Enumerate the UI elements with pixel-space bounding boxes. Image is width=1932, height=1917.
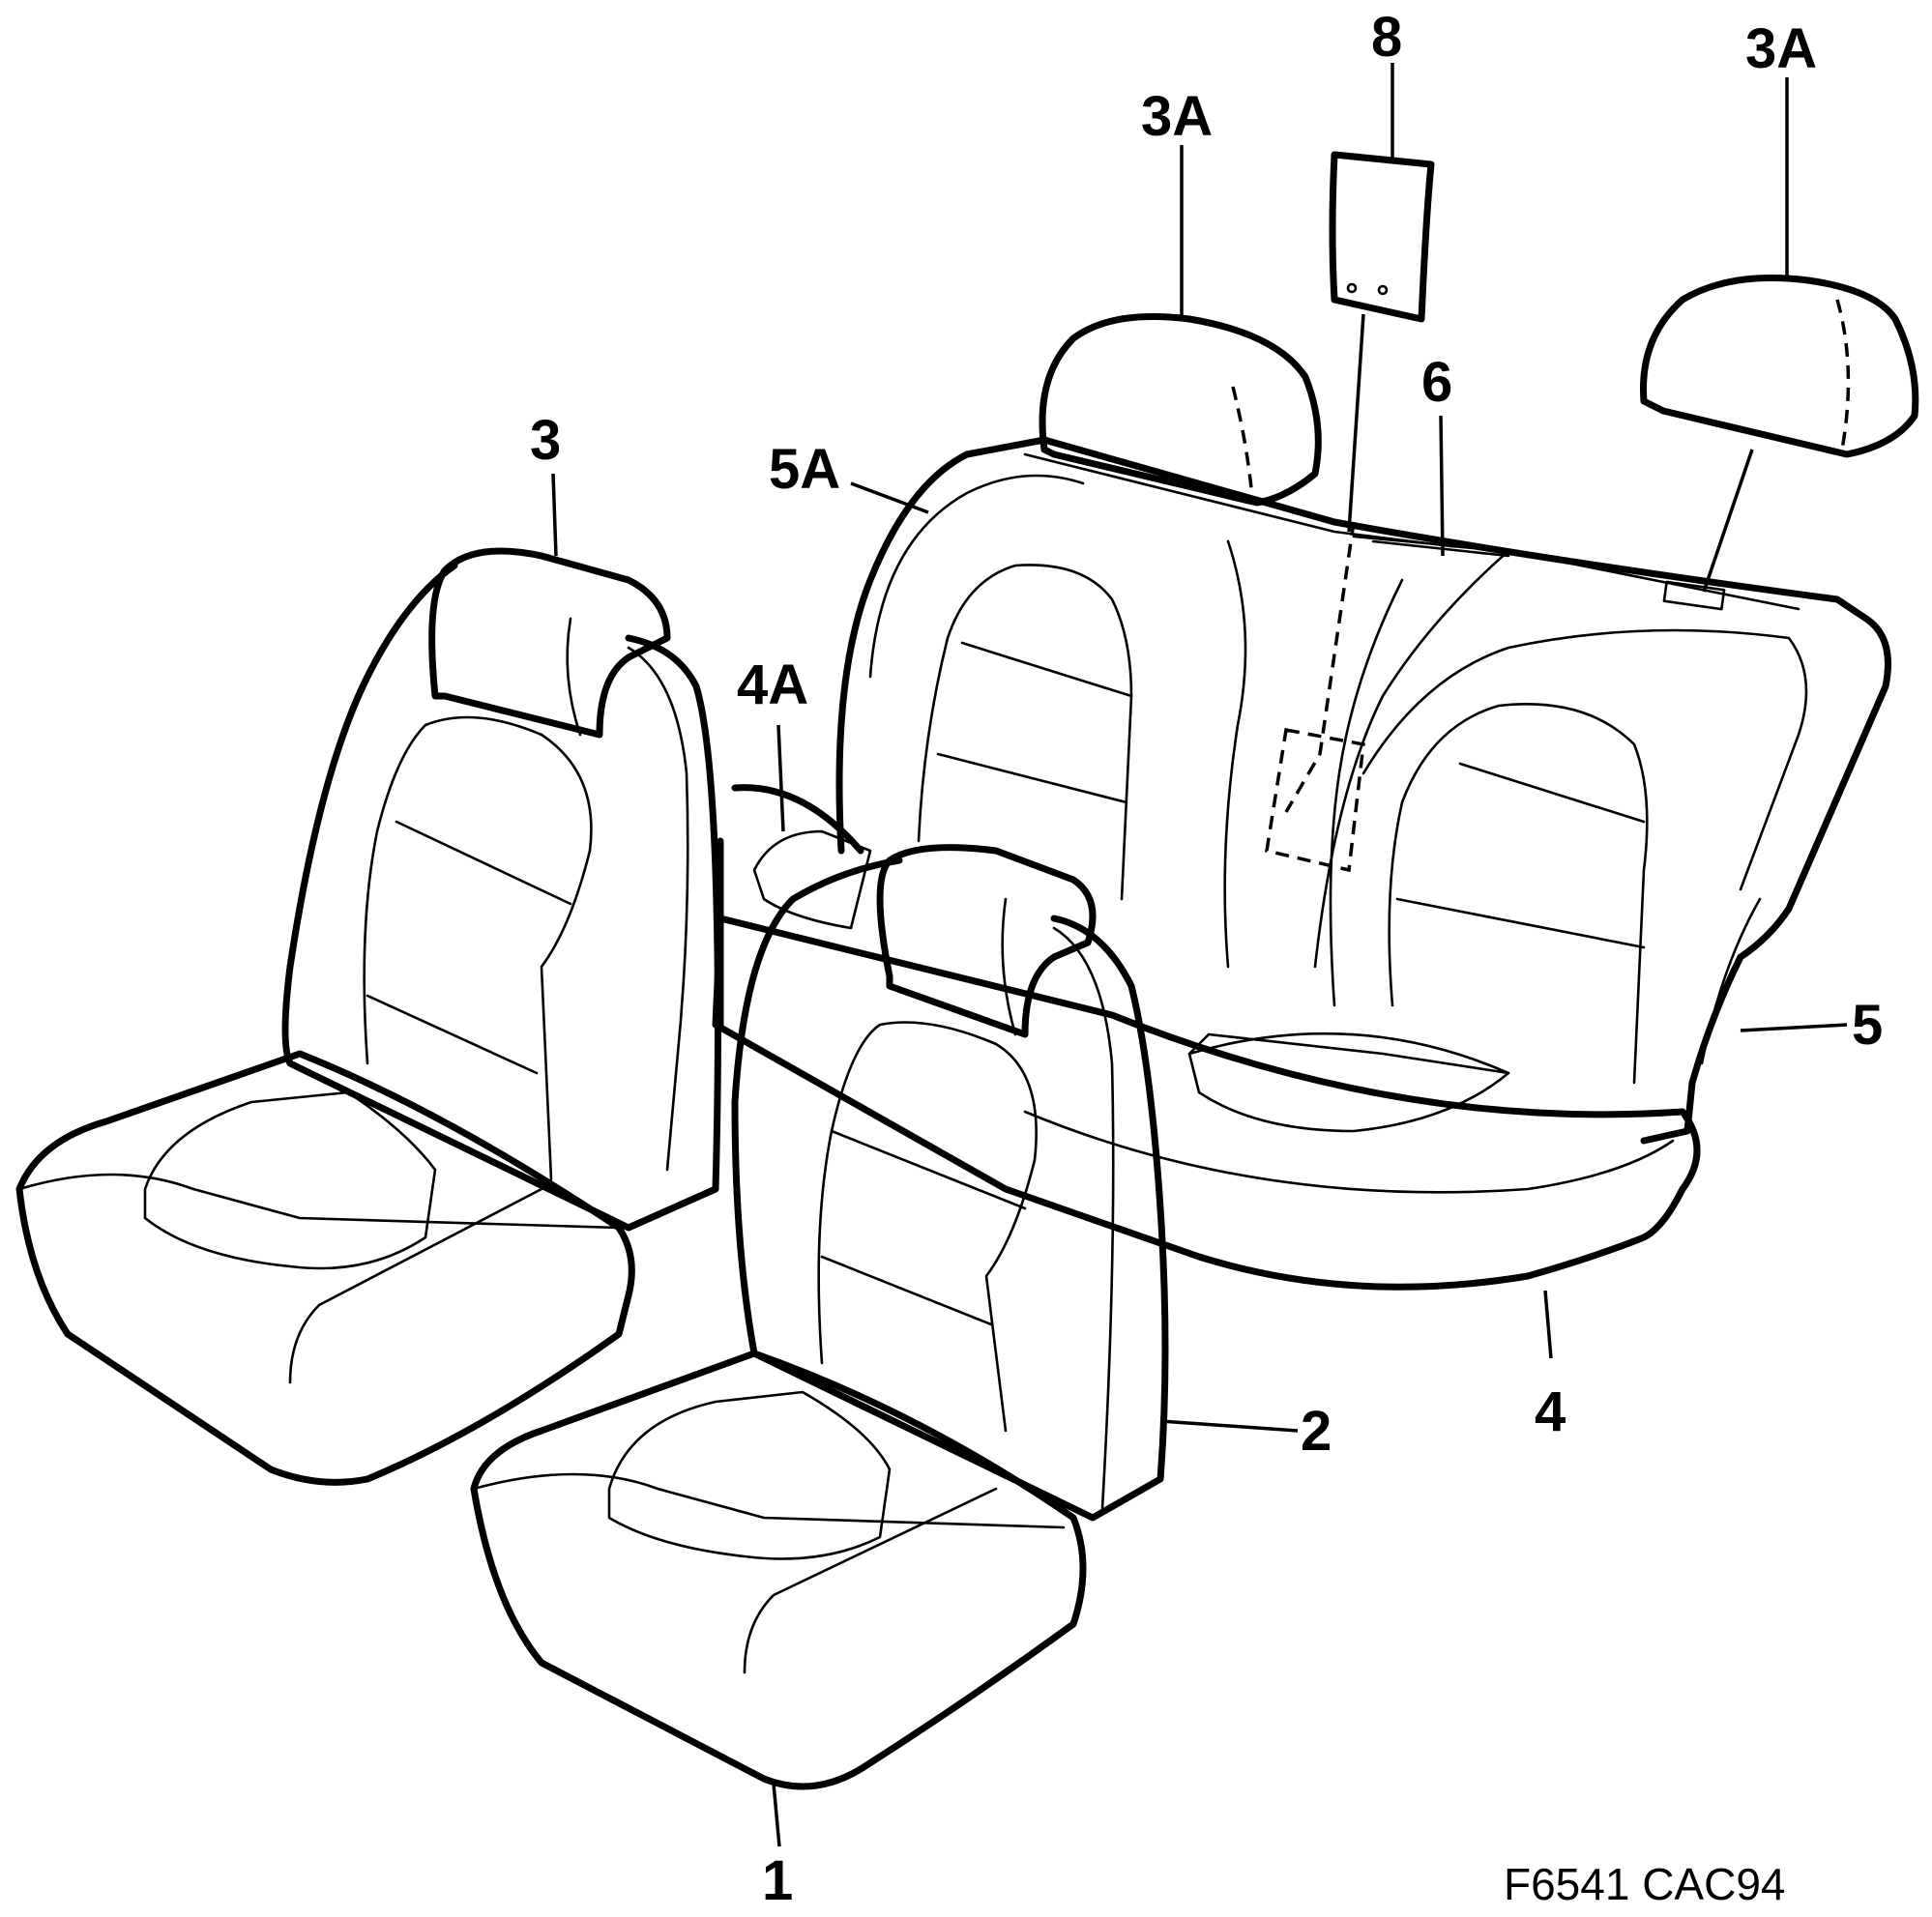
callout-3A-center: 3A bbox=[1141, 85, 1213, 148]
rear-right-back-stripe-2 bbox=[1395, 897, 1646, 949]
rear-seat bbox=[712, 436, 1891, 1291]
rear-cushion-inner-panel bbox=[1187, 1031, 1510, 1133]
rear-left-back-stripe-2 bbox=[936, 752, 1128, 804]
left-cushion-front-seam bbox=[288, 1187, 543, 1384]
leader-4 bbox=[1543, 1290, 1553, 1359]
leader-5A bbox=[850, 481, 929, 514]
leader-8-pin bbox=[1347, 313, 1365, 533]
right-backrest-stripe-1 bbox=[830, 1129, 1027, 1210]
armrest-headrest-dashed-link bbox=[1284, 521, 1356, 813]
right-seat-backrest bbox=[731, 857, 1169, 1522]
leader-6 bbox=[1439, 415, 1445, 557]
left-backrest-stripe-2 bbox=[366, 994, 539, 1075]
left-headrest-side bbox=[566, 617, 582, 737]
rear-center-armrest bbox=[1313, 535, 1510, 969]
callout-5A: 5A bbox=[769, 438, 840, 501]
left-backrest-side bbox=[627, 646, 689, 1172]
rear-seat-cushion bbox=[712, 915, 1701, 1291]
left-seat-cushion bbox=[15, 1050, 635, 1486]
leader-lines bbox=[551, 63, 1848, 1847]
right-cushion-top bbox=[472, 1472, 1066, 1529]
right-headrest-side bbox=[1001, 897, 1017, 1036]
callout-5: 5 bbox=[1852, 994, 1883, 1057]
rear-right-headrest bbox=[1640, 275, 1919, 458]
rear-center-headrest bbox=[1039, 313, 1322, 507]
rear-left-back-side-seam bbox=[1223, 539, 1247, 969]
left-front-seat bbox=[15, 547, 721, 1486]
leader-4A bbox=[776, 724, 785, 832]
right-seat-cushion bbox=[470, 1350, 1087, 1790]
rear-right-back-stripe-1 bbox=[1458, 762, 1646, 824]
left-cushion-top bbox=[17, 1173, 621, 1230]
left-seat-headrest bbox=[428, 547, 671, 739]
callout-1: 1 bbox=[762, 1849, 793, 1912]
right-backrest-stripe-2 bbox=[820, 1255, 993, 1326]
callout-4A: 4A bbox=[737, 654, 808, 716]
leader-1 bbox=[772, 1783, 781, 1847]
right-seat-headrest bbox=[876, 844, 1097, 1038]
armrest-insert-part bbox=[1329, 151, 1435, 323]
callout-2: 2 bbox=[1301, 1400, 1332, 1463]
rear-left-cushion-armrest-panel bbox=[752, 829, 872, 930]
callout-3A-right: 3A bbox=[1745, 17, 1817, 80]
callout-8: 8 bbox=[1371, 6, 1402, 69]
right-backrest-insert bbox=[817, 1021, 1038, 1433]
rear-right-back-side-seam bbox=[1700, 897, 1762, 1065]
callout-3: 3 bbox=[530, 409, 561, 472]
right-cushion-inner-panel bbox=[607, 1390, 892, 1560]
callout-6: 6 bbox=[1421, 351, 1452, 414]
rear-right-headrest-socket bbox=[1662, 580, 1726, 611]
left-backrest-stripe-1 bbox=[395, 820, 572, 906]
left-seat-backrest bbox=[281, 562, 721, 1232]
right-backrest-side bbox=[1052, 926, 1115, 1510]
right-front-seat bbox=[470, 784, 1169, 1790]
rear-left-back-panel bbox=[868, 474, 1085, 679]
left-backrest-insert bbox=[363, 715, 593, 1181]
right-cushion-front-seam bbox=[743, 1487, 998, 1674]
rear-cushion-front-seam bbox=[1023, 1110, 1675, 1194]
armrest-opening-outline bbox=[1265, 727, 1365, 873]
rear-left-back-insert bbox=[917, 564, 1133, 901]
callout-4: 4 bbox=[1535, 1380, 1566, 1443]
rear-center-armrest-edge bbox=[1329, 539, 1510, 1007]
leader-2 bbox=[1159, 1419, 1299, 1433]
rear-cushion-seam bbox=[1187, 1032, 1510, 1075]
figure-code: F6541 CAC94 bbox=[1504, 1859, 1786, 1909]
rear-seat-backrest bbox=[835, 436, 1891, 1145]
rear-right-back-panel bbox=[1361, 628, 1808, 891]
rear-left-cushion-armrest bbox=[717, 784, 864, 1029]
leader-5 bbox=[1740, 1023, 1848, 1032]
leader-3A-right-socket bbox=[1702, 449, 1754, 593]
rear-right-back-insert bbox=[1388, 703, 1649, 1085]
left-cushion-inner-panel bbox=[143, 1090, 437, 1270]
rear-left-back-stripe-1 bbox=[960, 641, 1133, 698]
leader-3 bbox=[551, 473, 558, 557]
callout-labels: 1 2 3 3A 3A 4 4A 5 5A 6 8 F6541 CAC94 bbox=[530, 6, 1883, 1912]
